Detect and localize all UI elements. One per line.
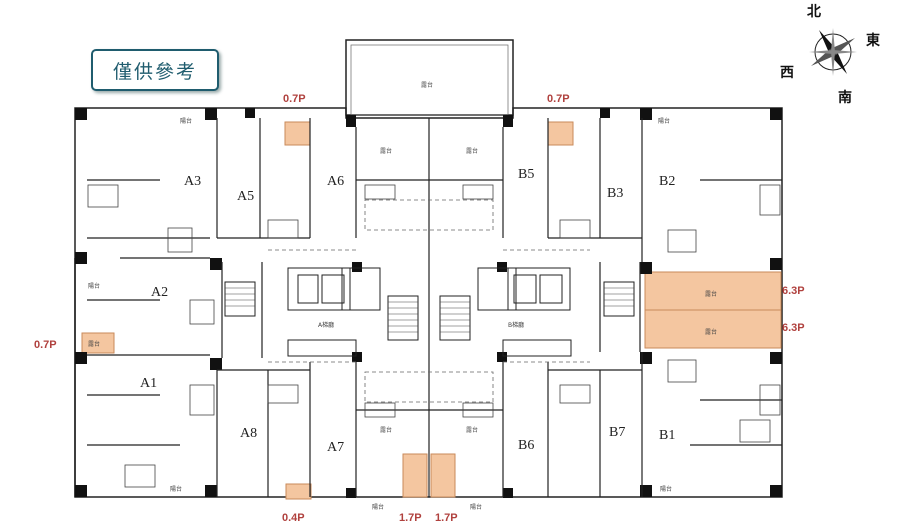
terrace-label-a6: 露台 (380, 148, 393, 155)
unit-label-a2: A2 (151, 285, 169, 300)
terrace-label-right-upper: 露台 (705, 291, 718, 298)
area-label-top-left: 0.7P (283, 93, 306, 105)
area-label-right-upper: 6.3P (782, 285, 805, 297)
reference-only-badge: 僅供參考 (91, 49, 219, 91)
balcony-label-bottom-right: 陽台 (470, 504, 483, 511)
unit-label-b1: B1 (659, 428, 676, 443)
area-label-bottom-mid-left: 1.7P (399, 512, 422, 524)
balcony-label-b1: 陽台 (660, 486, 673, 493)
unit-label-a1: A1 (140, 376, 158, 391)
compass-rose (809, 28, 857, 76)
unit-label-b3: B3 (607, 186, 624, 201)
balcony-label-a3: 陽台 (180, 118, 193, 125)
area-label-top-right: 0.7P (547, 93, 570, 105)
reference-only-text: 僅供參考 (112, 60, 197, 83)
unit-label-b7: B7 (609, 425, 626, 440)
unit-label-a8: A8 (240, 426, 258, 441)
lobby-label-b: B梯廳 (508, 322, 525, 329)
terrace-label-left: 露台 (88, 341, 101, 348)
balcony-label-bottom-left: 陽台 (372, 504, 385, 511)
unit-label-a6: A6 (327, 174, 345, 189)
terrace-label-a7: 露台 (380, 427, 393, 434)
unit-label-b5: B5 (518, 167, 535, 182)
unit-label-b6: B6 (518, 438, 535, 453)
area-label-bottom-mid-right: 1.7P (435, 512, 458, 524)
balcony-label-b2: 陽台 (658, 118, 671, 125)
terrace-label-b6: 露台 (466, 427, 479, 434)
balcony-label-a2: 陽台 (88, 283, 101, 290)
compass-north: 北 (807, 4, 821, 20)
unit-label-a3: A3 (184, 174, 202, 189)
area-label-left: 0.7P (34, 339, 57, 351)
lobby-label-a: A梯廳 (318, 322, 335, 329)
terrace-label-right-lower: 露台 (705, 329, 718, 336)
compass-south: 南 (838, 90, 852, 106)
compass-west: 西 (780, 65, 794, 81)
balcony-label-a1: 陽台 (170, 486, 183, 493)
compass-east: 東 (866, 33, 880, 49)
terrace-label-top: 露台 (421, 82, 434, 89)
area-label-right-lower: 6.3P (782, 322, 805, 334)
area-label-bottom-left: 0.4P (282, 512, 305, 524)
terrace-label-b5: 露台 (466, 148, 479, 155)
unit-label-b2: B2 (659, 174, 676, 189)
unit-label-a5: A5 (237, 189, 255, 204)
unit-label-a7: A7 (327, 440, 345, 455)
highlight-areas (81, 121, 782, 500)
